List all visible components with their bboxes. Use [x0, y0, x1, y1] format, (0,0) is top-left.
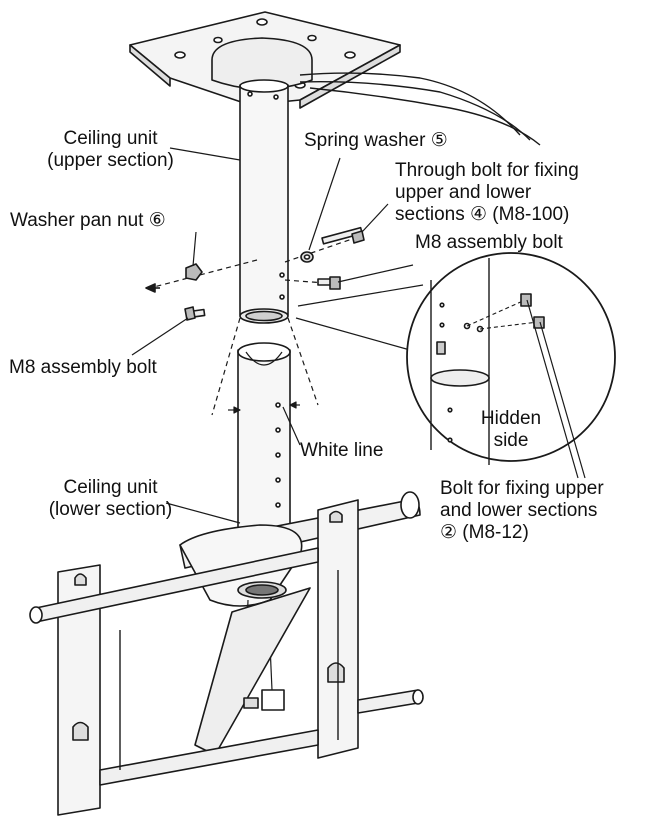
label-m8-assembly-bolt-right: M8 assembly bolt — [415, 232, 563, 253]
label-bolt-fixing-line-2: and lower sections — [440, 500, 598, 521]
label-through-bolt: Through bolt for fixing upper and lower … — [395, 160, 579, 226]
label-hidden-side: Hidden side — [470, 408, 552, 452]
label-ceiling-unit-lower-line-2: (lower section) — [48, 499, 173, 520]
leader-lines — [131, 147, 414, 524]
cables — [299, 72, 541, 146]
mount-bracket — [29, 491, 424, 816]
label-hidden-side-line-2: side — [493, 430, 529, 451]
lower-pole — [237, 342, 291, 536]
label-hidden-side-line-1: Hidden — [480, 408, 542, 429]
label-through-bolt-line-2: upper and lower — [395, 182, 532, 203]
white-line-marker — [228, 401, 300, 414]
hardware — [145, 226, 365, 321]
label-bolt-fixing-line-3: ② (M8-12) — [440, 522, 529, 543]
detail-callout — [295, 252, 616, 479]
label-ceiling-unit-upper: Ceiling unit (upper section) — [28, 128, 193, 172]
guide-lines — [149, 237, 356, 416]
label-through-bolt-line-3: sections ④ (M8-100) — [395, 204, 570, 225]
ceiling-plate — [129, 11, 401, 109]
label-bolt-fixing: Bolt for fixing upper and lower sections… — [440, 478, 604, 544]
label-m8-assembly-bolt-left: M8 assembly bolt — [9, 357, 157, 378]
label-spring-washer: Spring washer ⑤ — [304, 130, 448, 151]
label-bolt-fixing-line-1: Bolt for fixing upper — [440, 478, 604, 499]
label-ceiling-unit-lower-line-1: Ceiling unit — [63, 477, 158, 498]
upper-pole — [239, 79, 289, 324]
label-ceiling-unit-lower: Ceiling unit (lower section) — [28, 477, 193, 521]
label-ceiling-unit-upper-line-1: Ceiling unit — [63, 128, 158, 149]
label-white-line: White line — [300, 440, 384, 461]
label-washer-pan-nut: Washer pan nut ⑥ — [10, 210, 166, 231]
label-ceiling-unit-upper-line-2: (upper section) — [47, 150, 174, 171]
label-through-bolt-line-1: Through bolt for fixing — [395, 160, 579, 181]
